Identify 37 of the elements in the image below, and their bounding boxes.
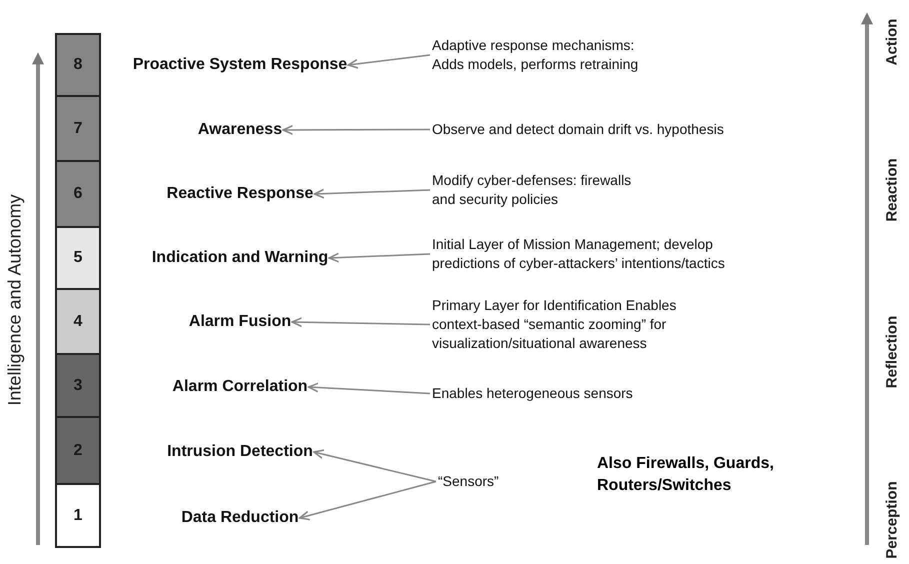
stage-label: Reaction (884, 158, 900, 222)
stage-label: Perception (884, 481, 900, 559)
arrow (313, 449, 436, 482)
description-text: “Sensors” (438, 472, 499, 491)
axis-label: Intelligence and Autonomy (4, 194, 26, 406)
description-text: Primary Layer for Identification Enables context-based “semantic zooming” for visualization/situational awareness (432, 296, 682, 353)
layer-block: 5 (55, 226, 101, 290)
layer-block: 6 (55, 160, 101, 228)
description-text: Adaptive response mechanisms: Adds models, performs retraining (432, 36, 647, 74)
description-text: Modify cyber-defenses: firewalls and security policies (432, 171, 632, 209)
description-text: Initial Layer of Mission Management; develop predictions of cyber-attackers’ intentions/tactics (432, 235, 767, 273)
layer-block: 3 (55, 353, 101, 418)
layer-title: Alarm Fusion (188, 313, 292, 331)
layer-title: Awareness (198, 121, 282, 139)
layer-block: 7 (55, 95, 101, 162)
layer-title: Reactive Response (166, 185, 314, 203)
arrow (298, 480, 436, 520)
note-text: Also Firewalls, Guards, Routers/Switches (597, 454, 775, 496)
arrow (282, 124, 430, 135)
layer-title: Indication and Warning (152, 249, 328, 267)
description-text: Enables heterogeneous sensors (432, 384, 633, 403)
layer-block: 4 (55, 288, 101, 355)
arrow (308, 382, 430, 394)
layer-title: Data Reduction (181, 509, 299, 527)
stage-label: Action (884, 18, 900, 66)
description-text: Observe and detect domain drift vs. hypothesis (432, 120, 724, 139)
layer-block: 1 (55, 483, 101, 548)
arrow (314, 188, 430, 199)
layer-title: Alarm Correlation (172, 378, 308, 396)
layer-title: Intrusion Detection (167, 443, 313, 461)
arrow (347, 54, 430, 69)
arrow (291, 317, 430, 328)
layer-block: 2 (55, 416, 101, 485)
layer-title: Proactive System Response (132, 56, 348, 74)
stage-label: Reflection (884, 316, 900, 388)
layer-block: 8 (55, 33, 101, 97)
arrow (328, 252, 430, 263)
